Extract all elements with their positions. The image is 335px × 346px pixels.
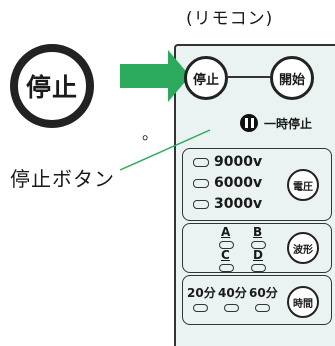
indicator-light <box>193 157 209 167</box>
stop-callout-label: 停止 <box>25 73 78 102</box>
indicator-light <box>255 304 270 312</box>
wave-option-label: D <box>253 248 263 262</box>
waveform-button[interactable]: 波形 <box>287 232 319 264</box>
pause-label: 一時停止 <box>264 117 313 131</box>
wave-option-label: B <box>253 225 263 239</box>
voltage-level-row: 3000v <box>193 196 262 212</box>
green-arrow-shaft <box>120 64 172 88</box>
waveform-button-label: 波形 <box>293 244 313 256</box>
voltage-level-row: 6000v <box>193 175 262 191</box>
start-button-label: 開始 <box>278 72 305 88</box>
timer-option-label: 40分 <box>218 286 247 300</box>
indicator-light <box>219 264 234 272</box>
voltage-level-label: 6000v <box>214 175 263 191</box>
stop-button[interactable]: 停止 <box>184 56 228 100</box>
remote-title: (リモコン) <box>186 9 274 29</box>
stop-button-callout: 停止 <box>10 44 94 128</box>
voltage-level-label: 3000v <box>214 196 263 212</box>
indicator-light <box>251 241 266 249</box>
indicator-light <box>251 264 266 272</box>
stop-button-caption: 停止ボタン <box>10 167 115 191</box>
wave-option-label: A <box>221 225 231 239</box>
indicator-light <box>219 241 234 249</box>
indicator-light <box>193 178 209 188</box>
pointer-line <box>119 129 211 171</box>
button-connector <box>228 76 270 78</box>
voltage-level-label: 9000v <box>214 154 263 170</box>
voltage-level-row: 9000v <box>193 154 262 170</box>
indicator-light <box>193 199 209 209</box>
waveform-group: A B C D 波形 <box>182 223 332 273</box>
timer-option-label: 60分 <box>249 286 278 300</box>
timer-button-label: 時間 <box>293 298 313 310</box>
indicator-light <box>193 304 208 312</box>
pause-icon[interactable] <box>240 114 258 132</box>
sentence-period: 。 <box>142 124 159 143</box>
green-arrow-head <box>168 50 190 102</box>
voltage-button[interactable]: 電圧 <box>287 169 319 201</box>
timer-option-label: 20分 <box>187 286 216 300</box>
start-button[interactable]: 開始 <box>270 56 314 100</box>
timer-group: 20分 40分 60分 時間 <box>182 275 332 325</box>
voltage-button-label: 電圧 <box>293 181 313 193</box>
timer-button[interactable]: 時間 <box>287 286 319 318</box>
voltage-group: 9000v 6000v 3000v 電圧 <box>182 148 332 221</box>
stop-button-label: 停止 <box>192 72 219 88</box>
wave-option-label: C <box>221 248 230 262</box>
indicator-light <box>224 304 239 312</box>
